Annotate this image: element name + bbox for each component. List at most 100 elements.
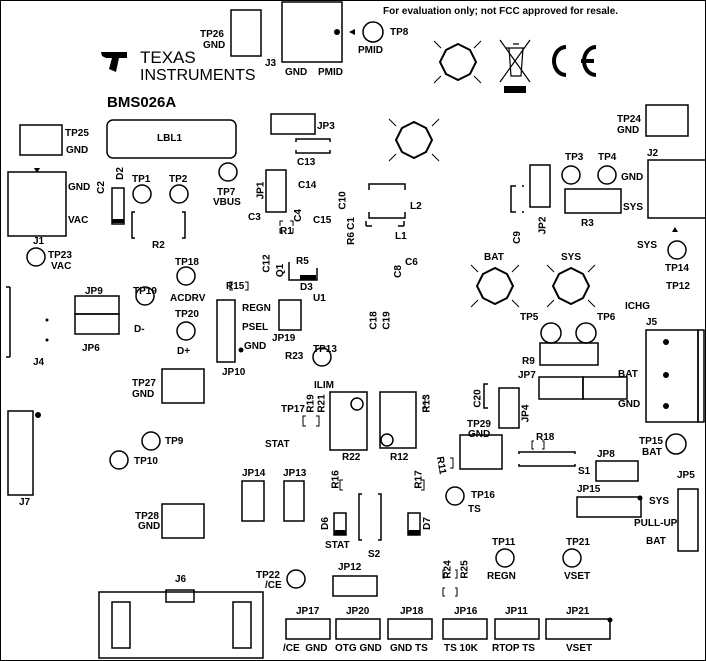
j5-label: J5: [646, 317, 658, 328]
tp9-label: TP9: [165, 436, 184, 447]
tp28-net: GND: [138, 521, 161, 532]
tp13-label: TP13: [313, 344, 337, 355]
tp11-net: REGN: [487, 571, 516, 582]
c19-label: C19: [381, 311, 393, 330]
c6-label: C6: [405, 257, 418, 268]
tp5-label: TP5: [520, 312, 539, 323]
jp10-psel: PSEL: [242, 322, 269, 333]
r9-label: R9: [522, 356, 535, 367]
jp5-bat: BAT: [646, 536, 666, 547]
d7-label: D7: [421, 517, 433, 530]
r16-label: R16: [330, 470, 342, 489]
r15-label: R15: [226, 281, 245, 292]
tp7-label: TP7: [217, 187, 236, 198]
c1-label: C1: [345, 217, 357, 230]
jp21-nets: VSET: [566, 643, 593, 654]
evaluation-notice: For evaluation only; not FCC approved fo…: [383, 6, 619, 17]
r1-label: R1: [280, 226, 293, 237]
r21-label: R21: [316, 394, 328, 413]
c9-label: C9: [511, 231, 523, 244]
r17-label: R17: [413, 470, 425, 489]
j6-label: J6: [175, 574, 187, 585]
r19-label: R19: [305, 394, 317, 413]
jp13-label: JP13: [283, 468, 307, 479]
j2-label: J2: [647, 148, 659, 159]
jp11-label: JP11: [505, 606, 528, 617]
jp2-label: JP2: [537, 216, 549, 235]
tp24-label: TP24: [617, 114, 641, 125]
j5-bat: BAT: [618, 369, 638, 380]
jp3-label: JP3: [317, 121, 335, 132]
brand-line1: TEXAS: [140, 48, 196, 67]
j4-label: J4: [33, 357, 45, 368]
d6-label: D6: [319, 517, 331, 530]
tp8-label: TP8: [390, 27, 409, 38]
d2-label: D2: [114, 167, 126, 180]
jp6-label: JP6: [82, 343, 100, 354]
brand-line2: INSTRUMENTS: [140, 67, 256, 84]
l2-label: L2: [410, 201, 422, 212]
u1-label: U1: [313, 293, 326, 304]
r23-label: R23: [285, 351, 304, 362]
jp15-label: JP15: [577, 484, 601, 495]
tp16-net: TS: [468, 504, 481, 515]
tp23-net: VAC: [51, 261, 72, 272]
s2-label: S2: [368, 549, 381, 560]
octagon-pad-legs: [388, 40, 596, 308]
tp15-label: TP15: [639, 436, 663, 447]
tp14-label: TP14: [665, 263, 689, 274]
j3-pmid: PMID: [318, 67, 343, 78]
jp16-label: JP16: [454, 606, 478, 617]
jp18-label: JP18: [400, 606, 424, 617]
d3-label: D3: [300, 282, 313, 293]
s1-label: S1: [578, 466, 591, 477]
tp22-label: TP22: [256, 570, 280, 581]
jp14-label: JP14: [242, 468, 266, 479]
tp1-label: TP1: [132, 174, 151, 185]
tp26-label: TP26: [200, 29, 224, 40]
jp10-label: JP10: [222, 367, 246, 378]
tp3-label: TP3: [565, 152, 584, 163]
jp10-regn: REGN: [242, 303, 271, 314]
j1-vac: VAC: [68, 215, 89, 226]
r22-label: R22: [342, 452, 361, 463]
tp8-circle: [362, 21, 384, 43]
tp29-net: GND: [468, 429, 491, 440]
c4-label: C4: [292, 209, 304, 222]
tp21-net: VSET: [564, 571, 591, 582]
tp6-label: TP6: [597, 312, 616, 323]
tp2-label: TP2: [169, 174, 188, 185]
tp25-label: TP25: [65, 128, 89, 139]
d6-net: STAT: [325, 540, 350, 551]
c15-label: C15: [313, 215, 332, 226]
tp18-label: TP18: [175, 257, 199, 268]
jp4-label: JP4: [520, 404, 532, 423]
tp18-net: ACDRV: [170, 293, 206, 304]
c13-label: C13: [297, 157, 316, 168]
jp12-label: JP12: [338, 562, 362, 573]
jp10-gnd: GND: [244, 341, 267, 352]
tp28-label: TP28: [135, 511, 159, 522]
tp4-net: GND: [621, 172, 644, 183]
r18-label: R18: [536, 432, 555, 443]
tp20-net: D+: [177, 346, 191, 357]
j7-label: J7: [19, 497, 31, 508]
j1-gnd: GND: [68, 182, 91, 193]
tp4-label: TP4: [598, 152, 617, 163]
r13-label: R13: [421, 394, 433, 413]
tp20-label: TP20: [175, 309, 199, 320]
c12-label: C12: [261, 254, 273, 273]
jp11-nets: RTOP TS: [492, 643, 535, 654]
r3-label: R3: [581, 218, 594, 229]
tp29-label: TP29: [467, 419, 491, 430]
r12-label: R12: [390, 452, 409, 463]
c14-label: C14: [298, 180, 317, 191]
jp5-pullup: PULL-UP: [634, 518, 678, 529]
j3-label: J3: [265, 58, 277, 69]
tp11-label: TP11: [492, 537, 516, 548]
tp17-net: STAT: [265, 439, 290, 450]
jp17-nets: /CE GND: [283, 643, 328, 654]
jp18-nets: GND TS: [390, 643, 428, 654]
tp16-label: TP16: [471, 490, 495, 501]
tp19-net: D-: [134, 324, 145, 335]
